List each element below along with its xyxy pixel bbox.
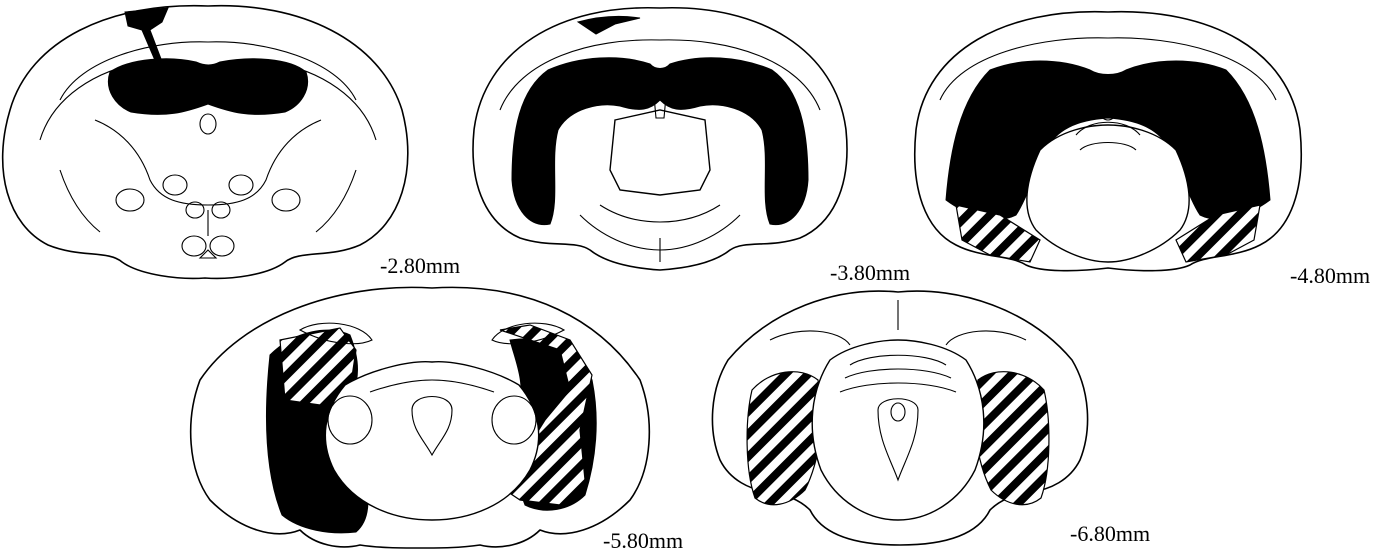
section-5-drawing [712, 291, 1087, 545]
section-5-lesion-hatched-right [975, 372, 1049, 505]
section-label: -6.80mm [1070, 523, 1150, 545]
section-label: -4.80mm [1290, 265, 1370, 287]
section-4-drawing [191, 287, 650, 548]
section-2-drawing [473, 8, 847, 270]
section-5-lesion-hatched-left [747, 372, 821, 505]
section-label: -2.80mm [380, 255, 460, 277]
section-1-drawing [3, 6, 408, 279]
section-label: -3.80mm [830, 262, 910, 284]
section-label: -5.80mm [603, 530, 683, 552]
section-1-outline [3, 6, 408, 279]
section-1-lesion-solid [108, 59, 307, 115]
section-3-drawing [915, 12, 1301, 271]
